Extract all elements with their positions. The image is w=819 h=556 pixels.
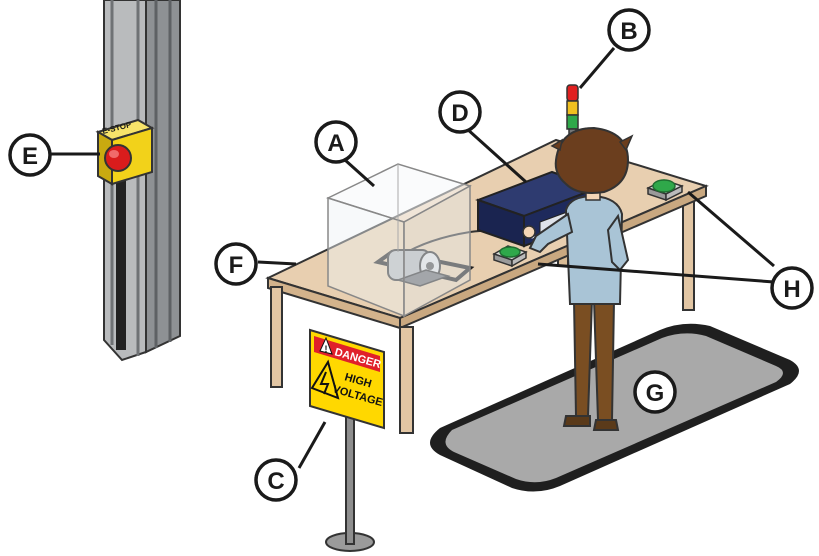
callout-d-label: D xyxy=(451,100,468,127)
callout-h: H xyxy=(772,268,812,308)
callout-h-label: H xyxy=(783,276,800,303)
callout-c: C xyxy=(256,460,296,500)
callout-d: D xyxy=(440,92,480,132)
green-button-left[interactable] xyxy=(500,247,520,257)
callout-g-label: G xyxy=(646,380,665,407)
callout-c-label: C xyxy=(267,468,284,495)
estop-button[interactable] xyxy=(105,145,131,171)
callout-e: E xyxy=(10,135,50,175)
estop-station: E-STOP xyxy=(98,120,152,184)
callout-e-label: E xyxy=(22,143,38,170)
anti-fatigue-mat xyxy=(430,324,799,492)
callout-a: A xyxy=(316,122,356,162)
callout-b-label: B xyxy=(620,18,637,45)
callout-f-label: F xyxy=(229,252,244,279)
danger-sign: ! DANGER HIGH VOLTAGE xyxy=(310,330,384,551)
svg-text:!: ! xyxy=(325,344,328,354)
callout-g: G xyxy=(635,372,675,412)
callout-a-label: A xyxy=(327,130,344,157)
green-button-right[interactable] xyxy=(653,180,675,192)
callout-b: B xyxy=(609,10,649,50)
callout-f: F xyxy=(216,244,256,284)
